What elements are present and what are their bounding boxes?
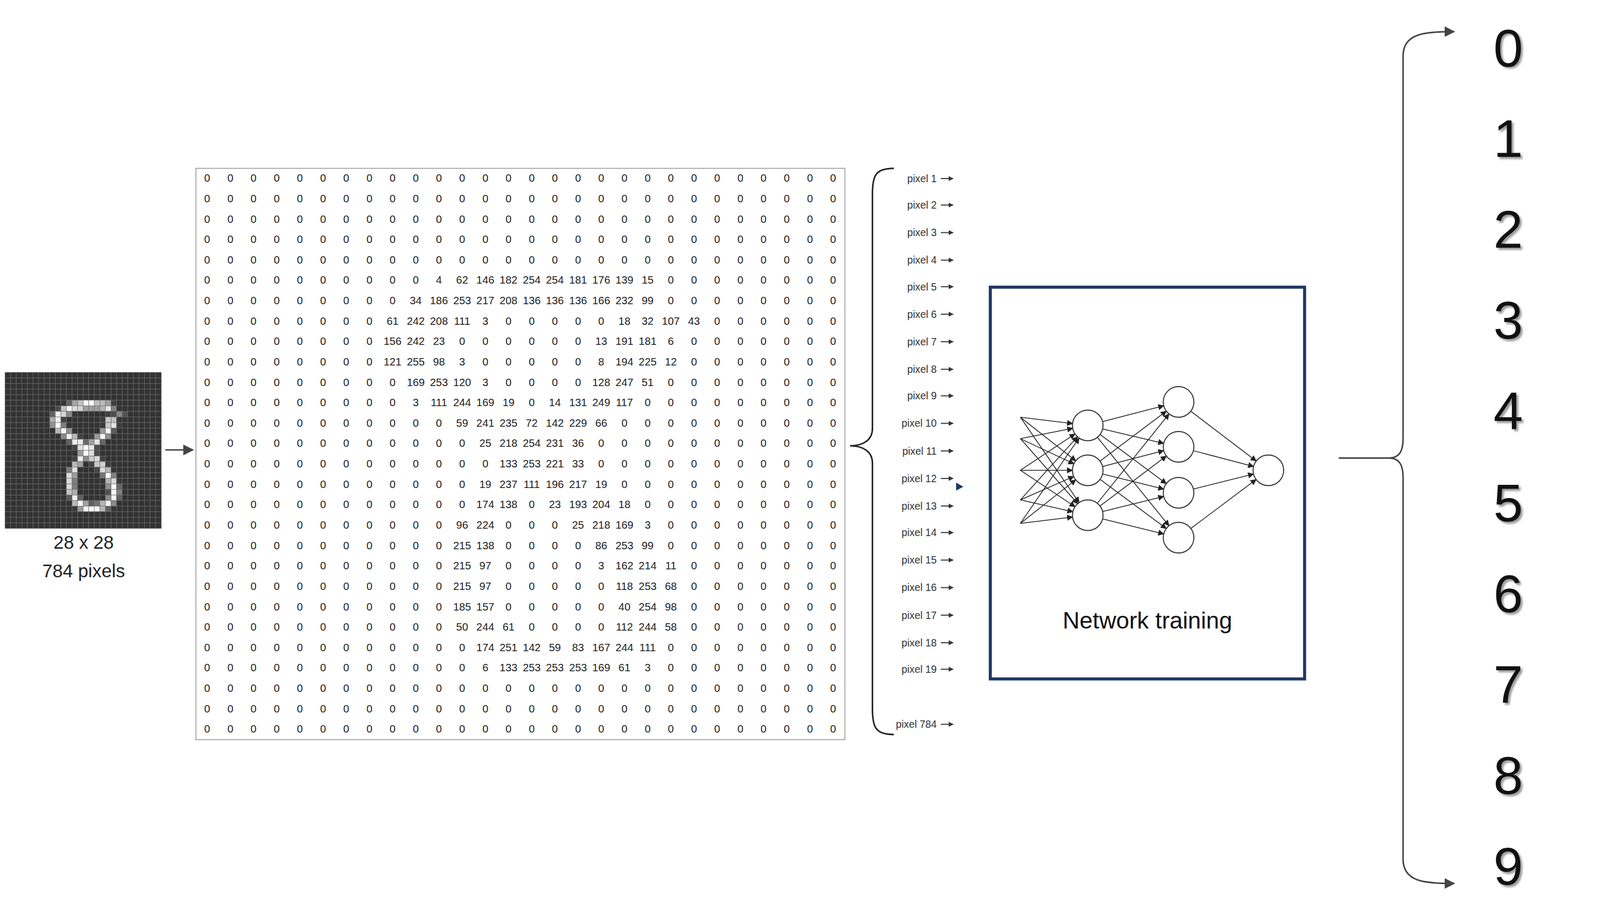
connector-layer xyxy=(0,0,1600,910)
